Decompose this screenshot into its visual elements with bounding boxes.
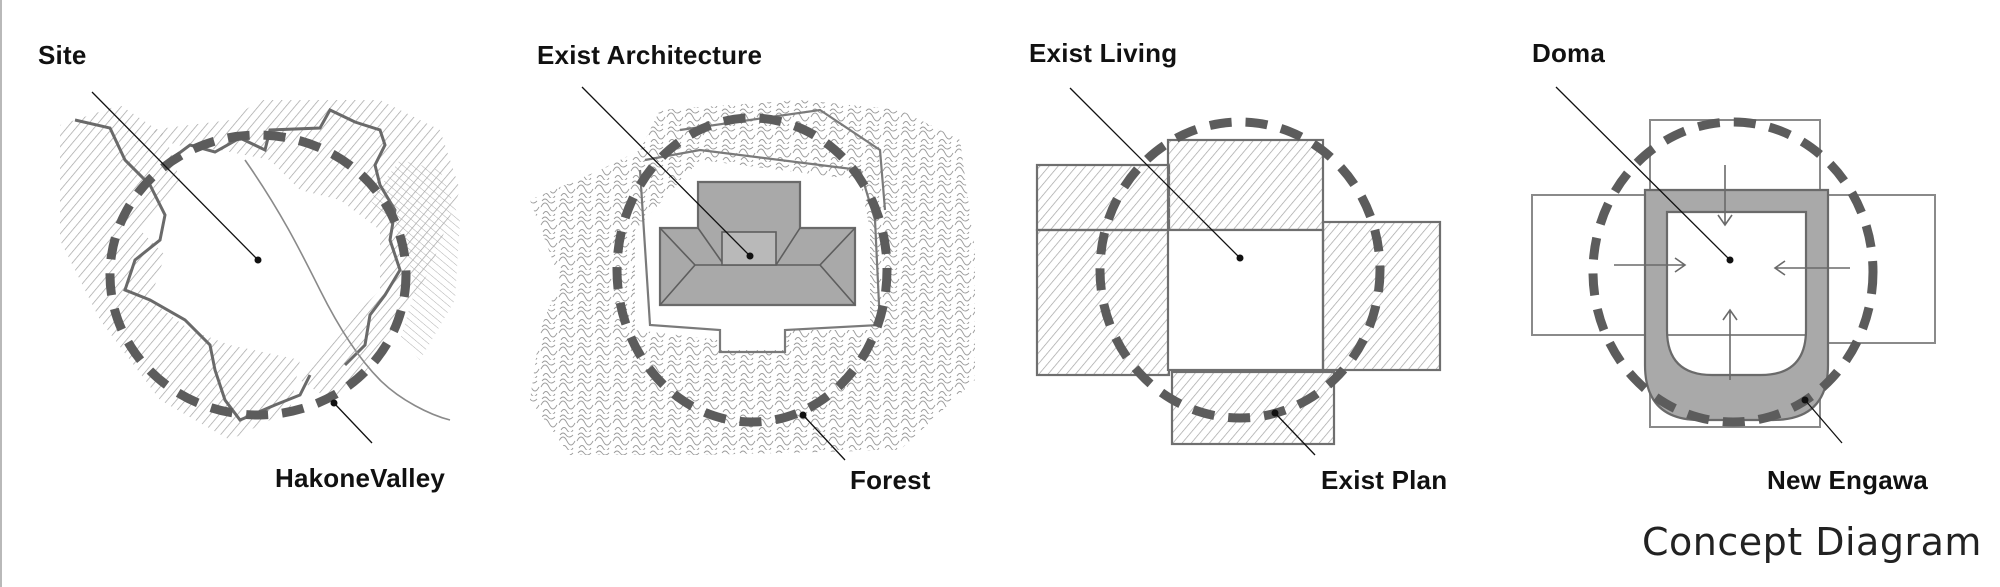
room-northwest <box>1035 163 1171 232</box>
site-dashed-circle <box>105 130 411 420</box>
hakone-valley-label: HakoneValley <box>275 463 446 493</box>
architecture-leader-line <box>581 86 751 257</box>
living-leader-line <box>1069 87 1241 259</box>
doma-dashed-circle <box>1588 117 1878 427</box>
architecture-leader-dot <box>746 252 754 260</box>
doma-label: Doma <box>1532 38 1606 68</box>
exist-living-label: Exist Living <box>1029 38 1178 68</box>
living-panel <box>1035 87 1442 456</box>
left-frame-edge <box>0 0 2 587</box>
exist-plan-label: Exist Plan <box>1321 465 1448 495</box>
valley-leader-dot <box>330 399 338 407</box>
river-line <box>244 159 451 421</box>
living-void <box>1166 228 1325 372</box>
engawa-leader-line <box>1804 399 1843 444</box>
living-dashed-circle <box>1095 117 1385 423</box>
site-leader-dot <box>254 256 262 264</box>
roof-core-block <box>721 231 777 266</box>
diagram-title: Concept Diagram <box>1642 520 1982 564</box>
new-engawa-label: New Engawa <box>1767 465 1928 495</box>
architecture-dashed-circle <box>612 113 892 427</box>
engawa-leader-dot <box>1801 396 1809 404</box>
site-label: Site <box>38 40 87 70</box>
valley-leader-line <box>333 402 373 444</box>
living-leader-dot <box>1236 254 1244 262</box>
site-boundary-line <box>638 108 887 354</box>
inward-arrows <box>1614 165 1850 380</box>
plan-leader-dot <box>1271 409 1279 417</box>
forest-label: Forest <box>850 465 931 495</box>
engawa-ring <box>1643 188 1830 422</box>
site-leader-line <box>91 91 259 261</box>
room-north <box>1166 138 1325 232</box>
architecture-panel <box>530 86 975 461</box>
doma-leader-dot <box>1726 256 1734 264</box>
forest-leader-dot <box>799 411 807 419</box>
plan-leader-line <box>1274 412 1316 456</box>
forest-leader-line <box>802 414 846 461</box>
doma-panel <box>1531 86 1936 444</box>
exist-architecture-label: Exist Architecture <box>537 40 763 70</box>
doma-leader-line <box>1555 86 1731 261</box>
site-panel <box>60 91 460 444</box>
